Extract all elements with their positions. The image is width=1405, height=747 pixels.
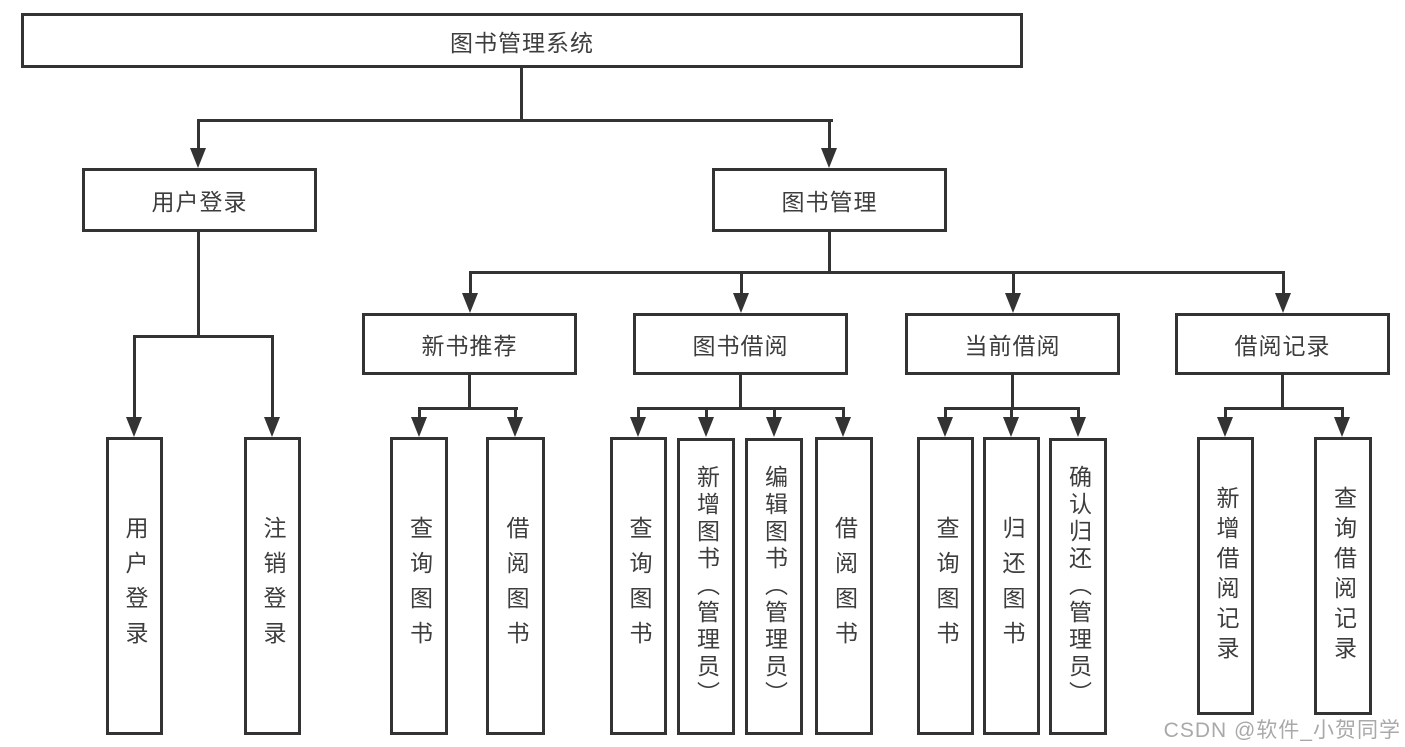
leaf-add-books-admin: 新增图书（管理员） xyxy=(677,438,735,735)
leaf-confirm-return-admin-label: 确认归还（管理员） xyxy=(1065,465,1092,708)
connector-groupB-stem xyxy=(739,375,742,409)
leaf-borrow-books-a: 借阅图书 xyxy=(486,437,545,735)
connector-groupB-stub2 xyxy=(705,407,708,419)
node-book-management: 图书管理 xyxy=(712,168,947,232)
leaf-logout: 注销登录 xyxy=(244,437,301,735)
leaf-logout-label: 注销登录 xyxy=(260,516,286,656)
connector-user-login-rail xyxy=(133,335,274,338)
connector-level3-rail xyxy=(469,271,1285,274)
connector-groupB-stub4 xyxy=(842,407,845,419)
leaf-query-books-b: 查询图书 xyxy=(610,437,667,735)
connector-groupA-stub1 xyxy=(418,407,421,419)
connector-groupD-stub2 xyxy=(1341,407,1344,419)
leaf-query-books-c-label: 查询图书 xyxy=(933,516,959,656)
leaf-add-borrow-record-label: 新增借阅记录 xyxy=(1213,486,1239,666)
arrowhead-groupB-1 xyxy=(630,417,646,437)
leaf-query-borrow-record: 查询借阅记录 xyxy=(1314,437,1372,715)
connector-groupD-rail xyxy=(1224,407,1344,410)
connector-stub-leaf-user-login xyxy=(133,335,136,419)
connector-groupC-stem xyxy=(1011,375,1014,409)
leaf-query-borrow-record-label: 查询借阅记录 xyxy=(1330,486,1357,666)
node-library-management-system: 图书管理系统 xyxy=(21,13,1023,68)
leaf-borrow-books-b: 借阅图书 xyxy=(815,437,873,735)
leaf-query-books-a: 查询图书 xyxy=(390,437,448,735)
arrowhead-groupA-1 xyxy=(411,417,427,437)
leaf-return-books: 归还图书 xyxy=(983,437,1040,735)
arrowhead-borrow-records xyxy=(1275,293,1291,313)
leaf-return-books-label: 归还图书 xyxy=(999,516,1025,656)
connector-stub-leaf-logout xyxy=(271,335,274,419)
leaf-add-books-admin-label: 新增图书（管理员） xyxy=(693,465,720,708)
leaf-borrow-books-a-label: 借阅图书 xyxy=(503,516,529,656)
connector-groupA-rail xyxy=(418,407,518,410)
leaf-query-books-c: 查询图书 xyxy=(917,437,974,735)
connector-groupD-stub1 xyxy=(1224,407,1227,419)
arrowhead-groupB-2 xyxy=(698,417,714,437)
connector-stub-borrow-records xyxy=(1282,271,1285,296)
leaf-user-login: 用户登录 xyxy=(106,437,163,735)
connector-groupC-stub2 xyxy=(1010,407,1013,419)
connector-groupA-stem xyxy=(468,375,471,409)
connector-groupB-stub1 xyxy=(637,407,640,419)
connector-stub-current-borrow xyxy=(1012,271,1015,296)
arrowhead-groupD-1 xyxy=(1217,417,1233,437)
arrowhead-leaf-user-login xyxy=(126,417,142,437)
node-borrow-records: 借阅记录 xyxy=(1175,313,1390,375)
arrowhead-groupB-4 xyxy=(835,417,851,437)
node-new-book-recommend: 新书推荐 xyxy=(362,313,577,375)
leaf-confirm-return-admin: 确认归还（管理员） xyxy=(1049,438,1107,735)
arrowhead-groupC-2 xyxy=(1003,417,1019,437)
leaf-user-login-label: 用户登录 xyxy=(122,516,148,656)
connector-book-management-stem xyxy=(828,232,831,273)
arrowhead-book-management xyxy=(821,148,837,168)
arrowhead-leaf-logout xyxy=(264,417,280,437)
connector-groupB-rail xyxy=(637,407,845,410)
connector-groupC-stub3 xyxy=(1077,407,1080,419)
connector-stub-user-login xyxy=(197,119,200,151)
arrowhead-groupB-3 xyxy=(766,417,782,437)
node-current-borrow: 当前借阅 xyxy=(905,313,1120,375)
arrowhead-groupA-2 xyxy=(507,417,523,437)
connector-level2-rail xyxy=(197,119,833,122)
arrowhead-current-borrow xyxy=(1005,293,1021,313)
watermark: CSDN @软件_小贺同学 xyxy=(1163,719,1401,742)
arrowhead-groupD-2 xyxy=(1334,417,1350,437)
leaf-edit-books-admin: 编辑图书（管理员） xyxy=(745,438,803,735)
node-book-borrow: 图书借阅 xyxy=(633,313,848,375)
connector-groupB-stub3 xyxy=(773,407,776,419)
leaf-query-books-b-label: 查询图书 xyxy=(626,516,652,656)
connector-groupA-stub2 xyxy=(514,407,517,419)
arrowhead-user-login xyxy=(190,148,206,168)
connector-groupD-stem xyxy=(1281,375,1284,409)
leaf-edit-books-admin-label: 编辑图书（管理员） xyxy=(761,465,788,708)
connector-root-stem xyxy=(520,68,523,121)
arrowhead-groupC-3 xyxy=(1070,417,1086,437)
leaf-query-books-a-label: 查询图书 xyxy=(406,516,433,656)
leaf-borrow-books-b-label: 借阅图书 xyxy=(831,516,858,656)
arrowhead-groupC-1 xyxy=(937,417,953,437)
leaf-add-borrow-record: 新增借阅记录 xyxy=(1197,437,1254,715)
connector-stub-new-book xyxy=(469,271,472,296)
connector-groupC-stub1 xyxy=(944,407,947,419)
connector-stub-book-borrow xyxy=(740,271,743,296)
arrowhead-book-borrow xyxy=(733,293,749,313)
connector-user-login-stem xyxy=(197,232,200,337)
node-user-login: 用户登录 xyxy=(82,168,317,232)
arrowhead-new-book xyxy=(462,293,478,313)
connector-stub-book-management xyxy=(828,119,831,151)
